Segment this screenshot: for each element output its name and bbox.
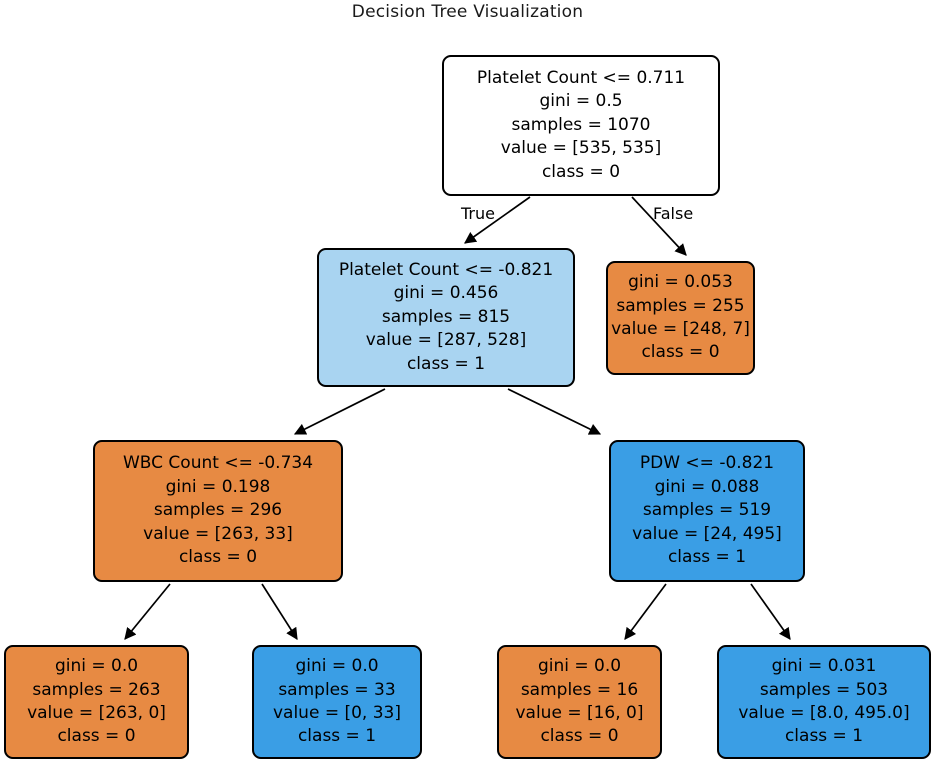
node-text-line: Platelet Count <= -0.821 <box>338 259 554 280</box>
node-text-line: class = 0 <box>57 726 136 747</box>
edge-n3-to-l1 <box>124 583 171 640</box>
node-text-line: gini = 0.198 <box>165 476 271 497</box>
edge-n1-to-n3 <box>293 388 386 435</box>
edge-n4-to-l4 <box>750 583 791 640</box>
node-text-line: value = [0, 33] <box>272 703 401 723</box>
edge-label-true: True <box>461 204 495 223</box>
node-text-line: value = [24, 495] <box>632 523 782 544</box>
node-text-line: value = [248, 7] <box>611 319 750 339</box>
node-text-line: gini = 0.456 <box>393 283 499 304</box>
node-text-line: samples = 255 <box>616 295 745 316</box>
node-text-line: WBC Count <= -0.734 <box>122 453 314 474</box>
edge-n4-to-l3 <box>624 583 667 640</box>
node-text-line: samples = 296 <box>153 500 283 521</box>
node-text-line: gini = 0.0 <box>537 656 622 677</box>
node-text-line: value = [535, 535] <box>500 138 662 159</box>
node-text-line: value = [287, 528] <box>365 330 527 351</box>
node-text-line: gini = 0.0 <box>54 656 139 677</box>
edge-n1-to-n4 <box>507 388 602 435</box>
node-text-line: class = 1 <box>406 353 486 374</box>
node-text-line: samples = 503 <box>759 679 889 700</box>
node-text-line: PDW <= -0.821 <box>639 453 775 474</box>
node-text-line: samples = 1070 <box>511 114 651 135</box>
node-text-line: gini = 0.5 <box>539 91 623 112</box>
node-text-line: gini = 0.031 <box>771 656 877 677</box>
page-title: Decision Tree Visualization <box>351 2 584 22</box>
node-text-line: samples = 815 <box>381 306 511 327</box>
node-text-line: class = 1 <box>667 547 747 568</box>
edge-n3-to-l2 <box>261 583 298 641</box>
node-text-line: gini = 0.0 <box>295 656 379 677</box>
node-text-line: value = [8.0, 495.0] <box>738 703 910 723</box>
node-text-line: class = 0 <box>540 726 619 747</box>
node-text-line: samples = 16 <box>520 679 639 700</box>
node-text-line: Platelet Count <= 0.711 <box>476 67 686 88</box>
node-text-line: samples = 33 <box>278 679 396 700</box>
node-text-line: samples = 263 <box>32 679 161 700</box>
node-text-line: class = 0 <box>641 342 720 363</box>
node-text-line: gini = 0.088 <box>654 476 760 497</box>
node-text-line: value = [263, 0] <box>27 703 166 723</box>
edge-label-false: False <box>653 204 694 223</box>
node-text-line: samples = 519 <box>642 500 772 521</box>
node-text-line: gini = 0.053 <box>628 272 733 293</box>
node-text-line: class = 0 <box>541 161 621 182</box>
node-text-line: class = 1 <box>297 726 377 747</box>
node-text-line: class = 0 <box>178 547 258 568</box>
node-text-line: value = [16, 0] <box>515 703 644 723</box>
node-text-line: value = [263, 33] <box>143 523 293 544</box>
node-text-line: class = 1 <box>784 726 864 747</box>
